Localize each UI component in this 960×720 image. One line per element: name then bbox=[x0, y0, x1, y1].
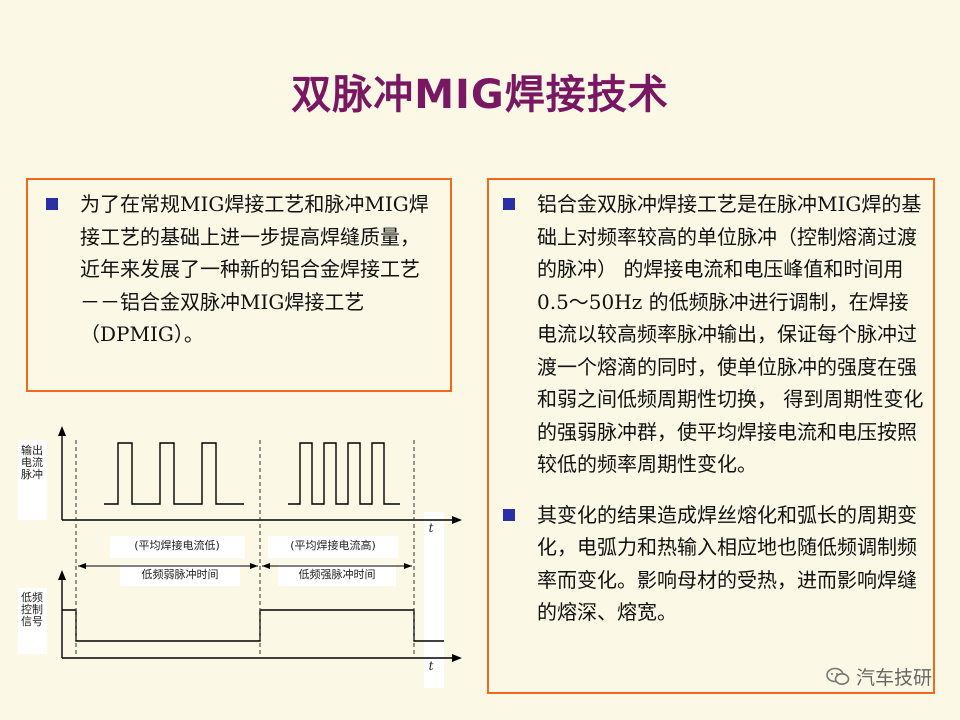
explanation-text-2: 其变化的结果造成焊丝熔化和弧长的周期变化，电弧力和热输入相应地也随低频调制频率而… bbox=[537, 502, 917, 625]
intro-textbox: 为了在常规MIG焊接工艺和脉冲MIG焊接工艺的基础上进一步提高焊缝质量，近年来发… bbox=[26, 178, 452, 392]
control-signal-axis-label: 低频控制信号 bbox=[21, 591, 43, 628]
square-bullet-icon bbox=[46, 198, 58, 210]
pulse-waveform-diagram: 输出电流脉冲 低频控制信号 t t (平均焊接电流低) (平均焊接电流高) 低频… bbox=[0, 420, 480, 700]
time-axis-label-bottom: t bbox=[428, 659, 434, 673]
wechat-icon bbox=[826, 667, 850, 685]
label-background bbox=[278, 564, 396, 586]
watermark-text: 汽车技研 bbox=[855, 667, 932, 689]
avg-current-low-label: (平均焊接电流低) bbox=[134, 539, 220, 552]
square-bullet-icon bbox=[503, 508, 515, 521]
pulse-train bbox=[288, 442, 400, 505]
slide-title: 双脉冲MIG焊接技术 bbox=[291, 72, 669, 118]
control-signal bbox=[62, 609, 444, 642]
waveform-svg bbox=[58, 426, 462, 662]
explanation-text-1: 铝合金双脉冲焊接工艺是在脉冲MIG焊的基础上对频率较高的单位脉冲（控制熔滴过渡的… bbox=[537, 192, 924, 476]
explanation-paragraph-1: 铝合金双脉冲焊接工艺是在脉冲MIG焊的基础上对频率较高的单位脉冲（控制熔滴过渡的… bbox=[501, 188, 925, 481]
output-pulse-axis-label: 输出电流脉冲 bbox=[21, 444, 43, 481]
time-axis-label-top: t bbox=[428, 521, 434, 535]
explanation-textbox: 铝合金双脉冲焊接工艺是在脉冲MIG焊的基础上对频率较高的单位脉冲（控制熔滴过渡的… bbox=[487, 178, 935, 694]
strong-pulse-period-label: 低频强脉冲时间 bbox=[298, 568, 376, 581]
square-bullet-icon bbox=[503, 198, 515, 210]
arrow-heads bbox=[58, 426, 462, 662]
label-background bbox=[424, 512, 444, 688]
pulse-train bbox=[104, 442, 244, 505]
label-background bbox=[18, 588, 47, 654]
label-background bbox=[18, 440, 47, 520]
watermark: 汽车技研 bbox=[826, 663, 932, 690]
intro-text: 为了在常规MIG焊接工艺和脉冲MIG焊接工艺的基础上进一步提高焊缝质量，近年来发… bbox=[80, 192, 429, 346]
avg-current-high-label: (平均焊接电流高) bbox=[290, 539, 376, 552]
label-background bbox=[120, 564, 240, 586]
label-background bbox=[110, 536, 245, 558]
label-background bbox=[268, 536, 398, 558]
intro-paragraph: 为了在常规MIG焊接工艺和脉冲MIG焊接工艺的基础上进一步提高焊缝质量，近年来发… bbox=[44, 188, 438, 351]
explanation-paragraph-2: 其变化的结果造成焊丝熔化和弧长的周期变化，电弧力和热输入相应地也随低频调制频率而… bbox=[501, 499, 925, 629]
weak-pulse-period-label: 低频弱脉冲时间 bbox=[141, 568, 219, 581]
